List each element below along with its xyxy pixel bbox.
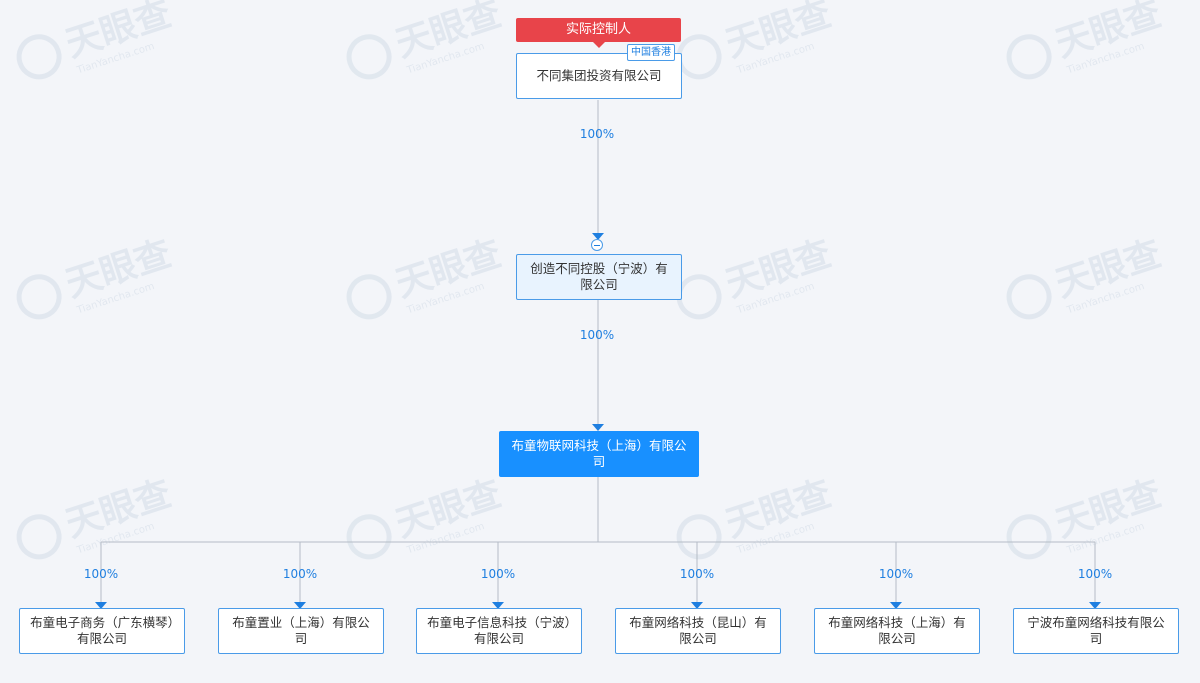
subsidiary-name: 布童网络科技（上海）有限公司 [828, 615, 966, 646]
arrow-down-icon [1089, 602, 1101, 609]
share-label-sub-5: 100% [1077, 567, 1113, 581]
actual-controller-badge: 实际控制人 [516, 18, 681, 48]
subsidiary-node[interactable]: 布童电子信息科技（宁波）有限公司 [416, 608, 582, 654]
arrow-down-icon [492, 602, 504, 609]
subsidiary-name: 布童电子商务（广东横琴）有限公司 [30, 615, 174, 646]
subsidiary-name: 布童电子信息科技（宁波）有限公司 [427, 615, 571, 646]
focus-company-name: 布童物联网科技（上海）有限公司 [511, 438, 687, 469]
share-label-sub-2: 100% [480, 567, 516, 581]
share-label-sub-4: 100% [878, 567, 914, 581]
arrow-down-icon [890, 602, 902, 609]
subsidiary-name: 宁波布童网络科技有限公司 [1027, 615, 1165, 646]
arrow-down-icon [95, 602, 107, 609]
subsidiary-node[interactable]: 布童电子商务（广东横琴）有限公司 [19, 608, 185, 654]
arrow-down-icon [592, 424, 604, 431]
root-company-name: 不同集团投资有限公司 [536, 68, 662, 83]
subsidiary-node[interactable]: 布童置业（上海）有限公司 [218, 608, 384, 654]
subsidiary-name: 布童网络科技（昆山）有限公司 [629, 615, 767, 646]
subsidiary-node[interactable]: 布童网络科技（上海）有限公司 [814, 608, 980, 654]
mid-company-name: 创造不同控股（宁波）有限公司 [530, 261, 668, 292]
region-tag: 中国香港 [627, 44, 675, 61]
share-label-root-mid: 100% [579, 127, 615, 141]
collapse-toggle-icon[interactable] [591, 239, 603, 251]
mid-company-node[interactable]: 创造不同控股（宁波）有限公司 [516, 254, 682, 300]
share-label-sub-3: 100% [679, 567, 715, 581]
share-label-sub-0: 100% [83, 567, 119, 581]
arrow-down-icon [592, 233, 604, 240]
focus-company-node[interactable]: 布童物联网科技（上海）有限公司 [499, 431, 699, 477]
share-label-mid-focus: 100% [579, 328, 615, 342]
subsidiary-node[interactable]: 布童网络科技（昆山）有限公司 [615, 608, 781, 654]
subsidiary-name: 布童置业（上海）有限公司 [232, 615, 370, 646]
arrow-down-icon [691, 602, 703, 609]
arrow-down-icon [294, 602, 306, 609]
share-label-sub-1: 100% [282, 567, 318, 581]
subsidiary-node[interactable]: 宁波布童网络科技有限公司 [1013, 608, 1179, 654]
